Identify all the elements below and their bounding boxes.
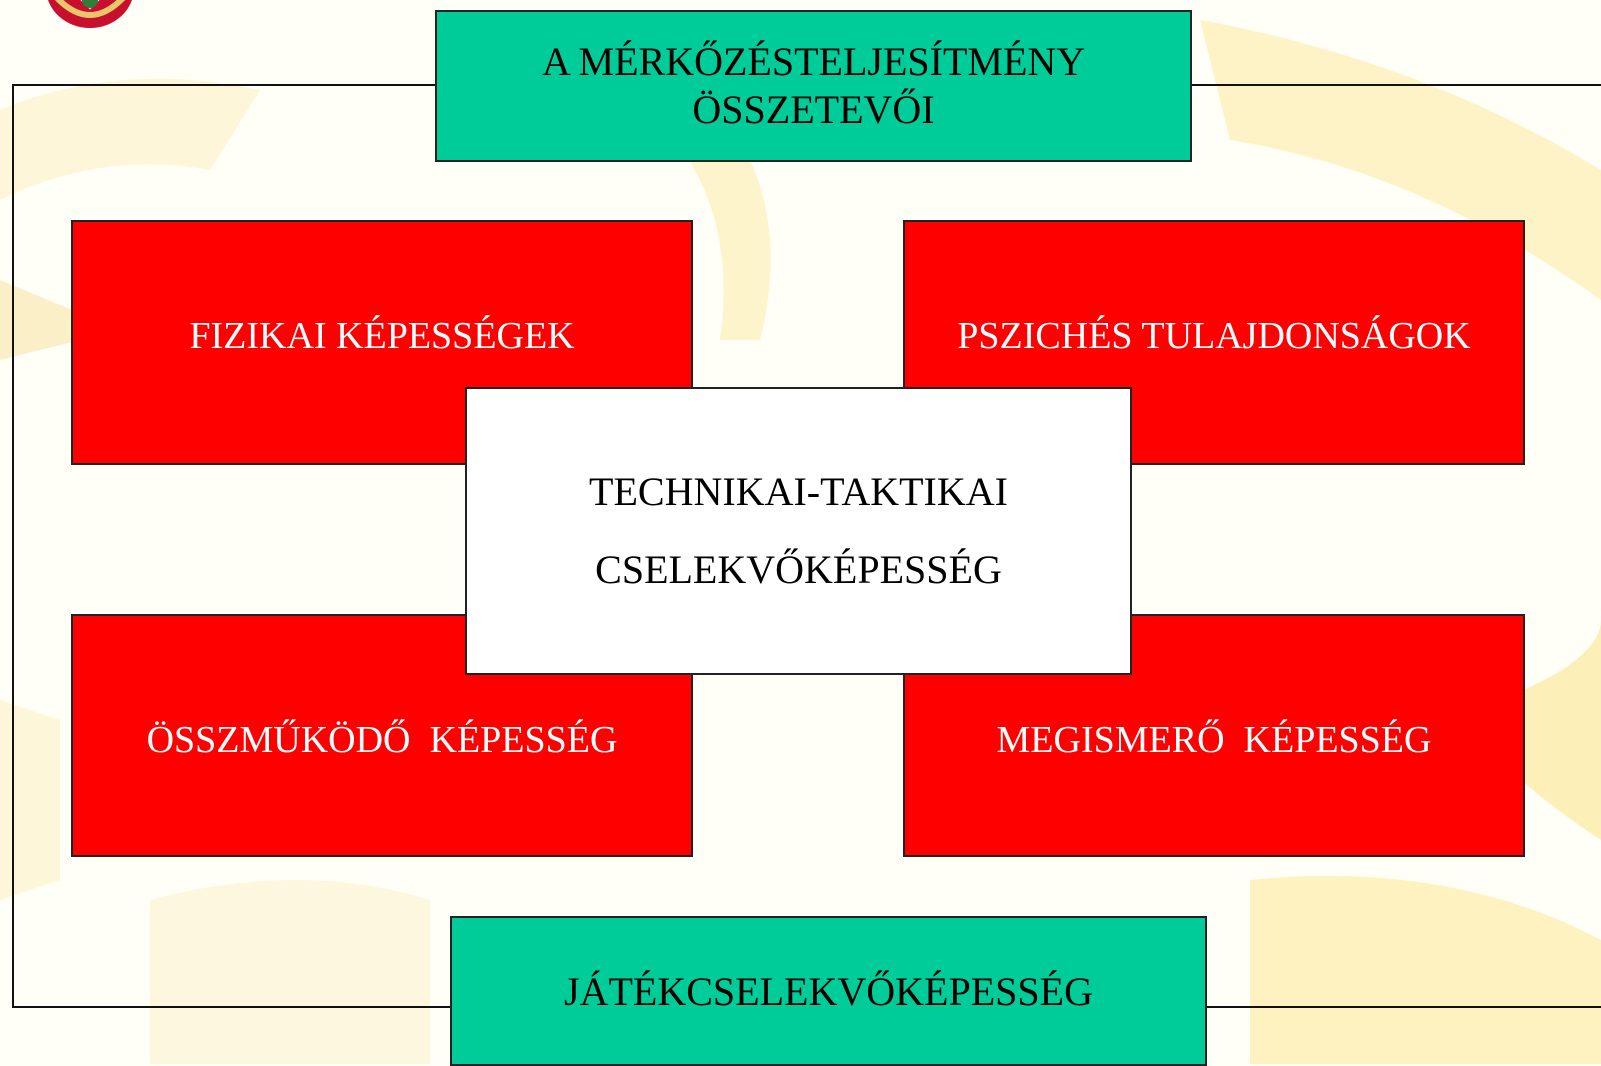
diagram-title-line-2: ÖSSZETEVŐI [692,87,935,132]
technical-tactical-box: TECHNIKAI-TAKTIKAI CSELEKVŐKÉPESSÉG [465,387,1132,675]
technical-tactical-line-2: CSELEKVŐKÉPESSÉG [595,547,1002,592]
diagram-title-box: A MÉRKŐZÉSTELJESÍTMÉNY ÖSSZETEVŐI [435,10,1192,162]
coordination-ability-box: ÖSSZMŰKÖDŐ KÉPESSÉG [71,614,693,857]
crest-logo [40,0,140,32]
diagram-title-line-1: A MÉRKŐZÉSTELJESÍTMÉNY [541,39,1086,84]
cognitive-ability-box: MEGISMERŐ KÉPESSÉG [903,614,1525,857]
cognitive-ability-label: MEGISMERŐ KÉPESSÉG [996,719,1432,761]
technical-tactical-line-1: TECHNIKAI-TAKTIKAI [589,469,1008,514]
coordination-ability-label: ÖSSZMŰKÖDŐ KÉPESSÉG [146,719,618,761]
game-action-ability-box: JÁTÉKCSELEKVŐKÉPESSÉG [450,916,1207,1066]
game-action-ability-label: JÁTÉKCSELEKVŐKÉPESSÉG [564,968,1093,1014]
psychological-traits-label: PSZICHÉS TULAJDONSÁGOK [957,315,1471,357]
physical-abilities-label: FIZIKAI KÉPESSÉGEK [189,315,575,357]
